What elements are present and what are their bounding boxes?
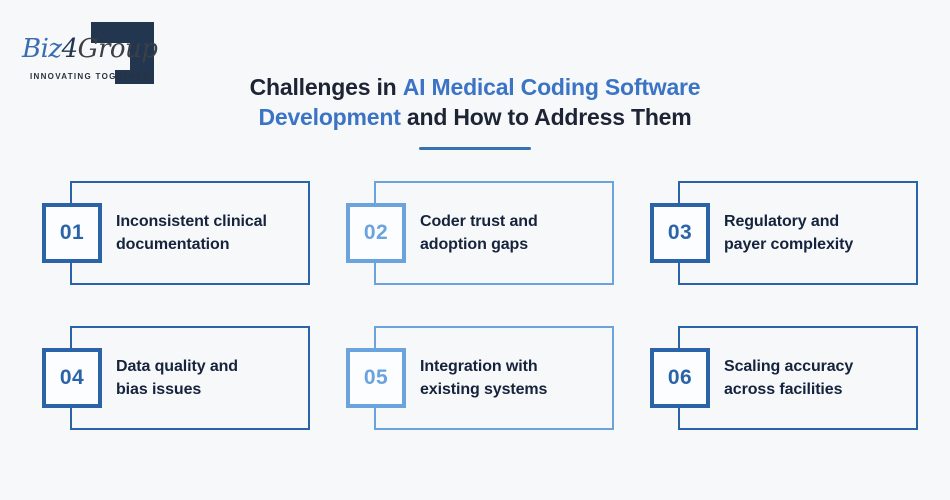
card-label-line2: payer complexity (724, 236, 854, 253)
logo-text-4: 4 (61, 34, 79, 64)
card-label-line1: Data quality and (116, 358, 238, 375)
title-dark-1: Challenges in (249, 74, 397, 100)
card-label-line2: bias issues (116, 381, 202, 398)
card-label: Scaling accuracy across facilities (724, 355, 853, 401)
challenge-card-03: 03 Regulatory and payer complexity (650, 181, 918, 285)
title-highlight-1: AI Medical Coding Software (402, 74, 701, 100)
page-title: Challenges in AI Medical Coding Software… (195, 72, 755, 132)
card-label-line1: Coder trust and (420, 213, 538, 230)
card-label-line2: adoption gaps (420, 236, 529, 253)
card-label-line1: Integration with (420, 358, 538, 375)
card-label-line2: across facilities (724, 381, 843, 398)
card-label: Data quality and bias issues (116, 355, 238, 401)
card-label-line2: documentation (116, 236, 230, 253)
challenge-card-04: 04 Data quality and bias issues (42, 326, 310, 430)
logo-text-biz: Biz (22, 34, 62, 64)
card-number-badge: 04 (42, 348, 102, 408)
logo-tagline: INNOVATING TOGETHER (30, 72, 151, 81)
card-label: Coder trust and adoption gaps (420, 210, 538, 256)
challenge-card-01: 01 Inconsistent clinical documentation (42, 181, 310, 285)
logo-wordmark: Biz4Group (22, 34, 158, 64)
card-label: Inconsistent clinical documentation (116, 210, 267, 256)
biz4group-logo: Biz4Group INNOVATING TOGETHER (22, 12, 172, 102)
card-label-line1: Scaling accuracy (724, 358, 854, 375)
logo-text-group: Group (77, 34, 158, 64)
card-label: Integration with existing systems (420, 355, 547, 401)
title-underline-divider (419, 147, 531, 150)
card-number-badge: 05 (346, 348, 406, 408)
card-label-line1: Regulatory and (724, 213, 840, 230)
card-number-badge: 06 (650, 348, 710, 408)
challenge-card-06: 06 Scaling accuracy across facilities (650, 326, 918, 430)
card-number-badge: 03 (650, 203, 710, 263)
logo-bracket-foot-icon (115, 70, 154, 84)
title-dark-2: and How to Address Them (406, 104, 692, 130)
challenges-grid: 01 Inconsistent clinical documentation 0… (42, 181, 918, 430)
challenge-card-05: 05 Integration with existing systems (346, 326, 614, 430)
card-number-badge: 01 (42, 203, 102, 263)
card-label-line1: Inconsistent clinical (116, 213, 267, 230)
title-highlight-2: Development (258, 104, 401, 130)
card-number-badge: 02 (346, 203, 406, 263)
challenge-card-02: 02 Coder trust and adoption gaps (346, 181, 614, 285)
card-label-line2: existing systems (420, 381, 548, 398)
card-label: Regulatory and payer complexity (724, 210, 853, 256)
